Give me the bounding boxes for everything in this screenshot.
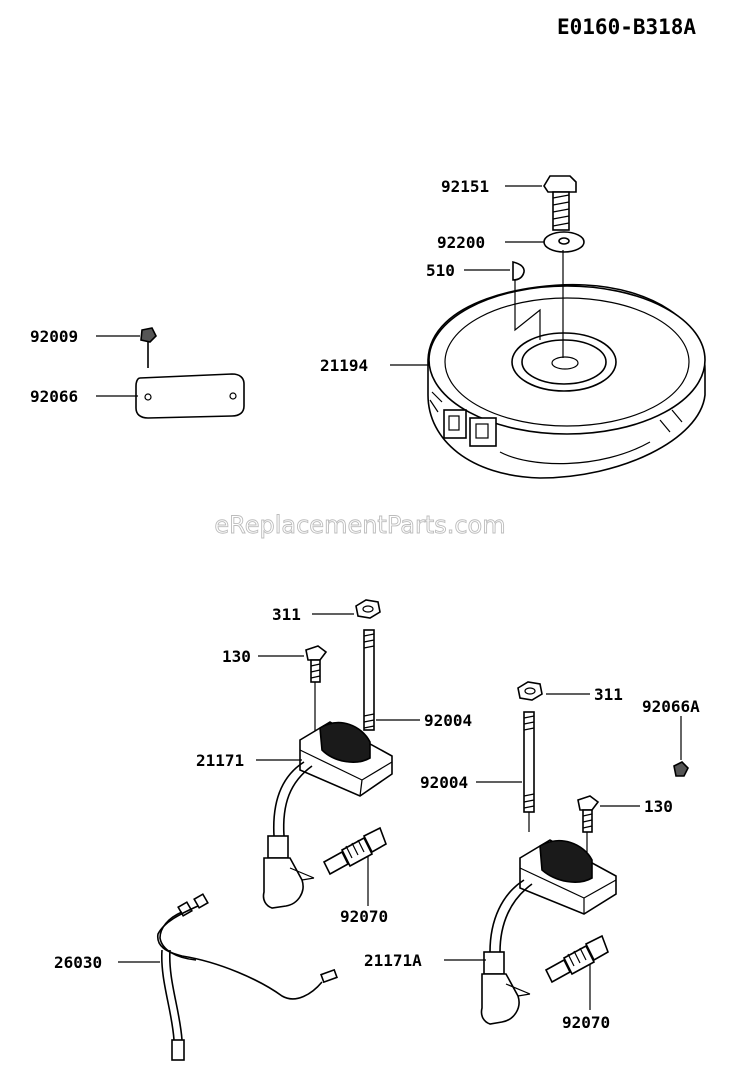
label-92070-left[interactable]: 92070 — [340, 907, 388, 926]
flywheel-21194[interactable] — [427, 250, 706, 479]
label-510[interactable]: 510 — [426, 261, 455, 280]
label-21194[interactable]: 21194 — [320, 356, 368, 375]
watermark: eReplacementParts.com — [214, 511, 505, 539]
plate-92066[interactable] — [135, 373, 245, 419]
label-21171A[interactable]: 21171A — [364, 951, 422, 970]
label-311-right[interactable]: 311 — [594, 685, 623, 704]
spark-plug-92070-left[interactable] — [322, 826, 387, 876]
label-21171[interactable]: 21171 — [196, 751, 244, 770]
ignition-coil-21171A[interactable] — [480, 839, 617, 1025]
nut-311-right[interactable] — [517, 681, 543, 701]
nut-311-left[interactable] — [355, 599, 381, 619]
bolt-92151[interactable] — [543, 175, 577, 231]
screw-92009[interactable] — [140, 327, 157, 368]
label-92004-left[interactable]: 92004 — [424, 711, 472, 730]
label-92066A[interactable]: 92066A — [642, 697, 700, 716]
diagram-code: E0160-B318A — [557, 15, 696, 39]
stud-92004-right[interactable] — [523, 711, 535, 832]
label-130-right[interactable]: 130 — [644, 797, 673, 816]
label-92070-right[interactable]: 92070 — [562, 1013, 610, 1032]
part-92066A[interactable] — [673, 761, 689, 777]
label-92009[interactable]: 92009 — [30, 327, 78, 346]
label-130-left[interactable]: 130 — [222, 647, 251, 666]
bolt-130-right[interactable] — [577, 795, 600, 860]
label-92004-right[interactable]: 92004 — [420, 773, 468, 792]
label-26030[interactable]: 26030 — [54, 953, 102, 972]
wire-harness-26030[interactable] — [157, 893, 338, 1061]
ignition-coil-21171[interactable] — [262, 721, 393, 909]
label-92151[interactable]: 92151 — [441, 177, 489, 196]
stud-92004-left[interactable] — [363, 629, 375, 731]
label-311-left[interactable]: 311 — [272, 605, 301, 624]
label-92066[interactable]: 92066 — [30, 387, 78, 406]
key-510[interactable] — [512, 260, 525, 281]
spark-plug-92070-right[interactable] — [544, 934, 609, 984]
washer-92200[interactable] — [543, 231, 585, 253]
label-92200[interactable]: 92200 — [437, 233, 485, 252]
